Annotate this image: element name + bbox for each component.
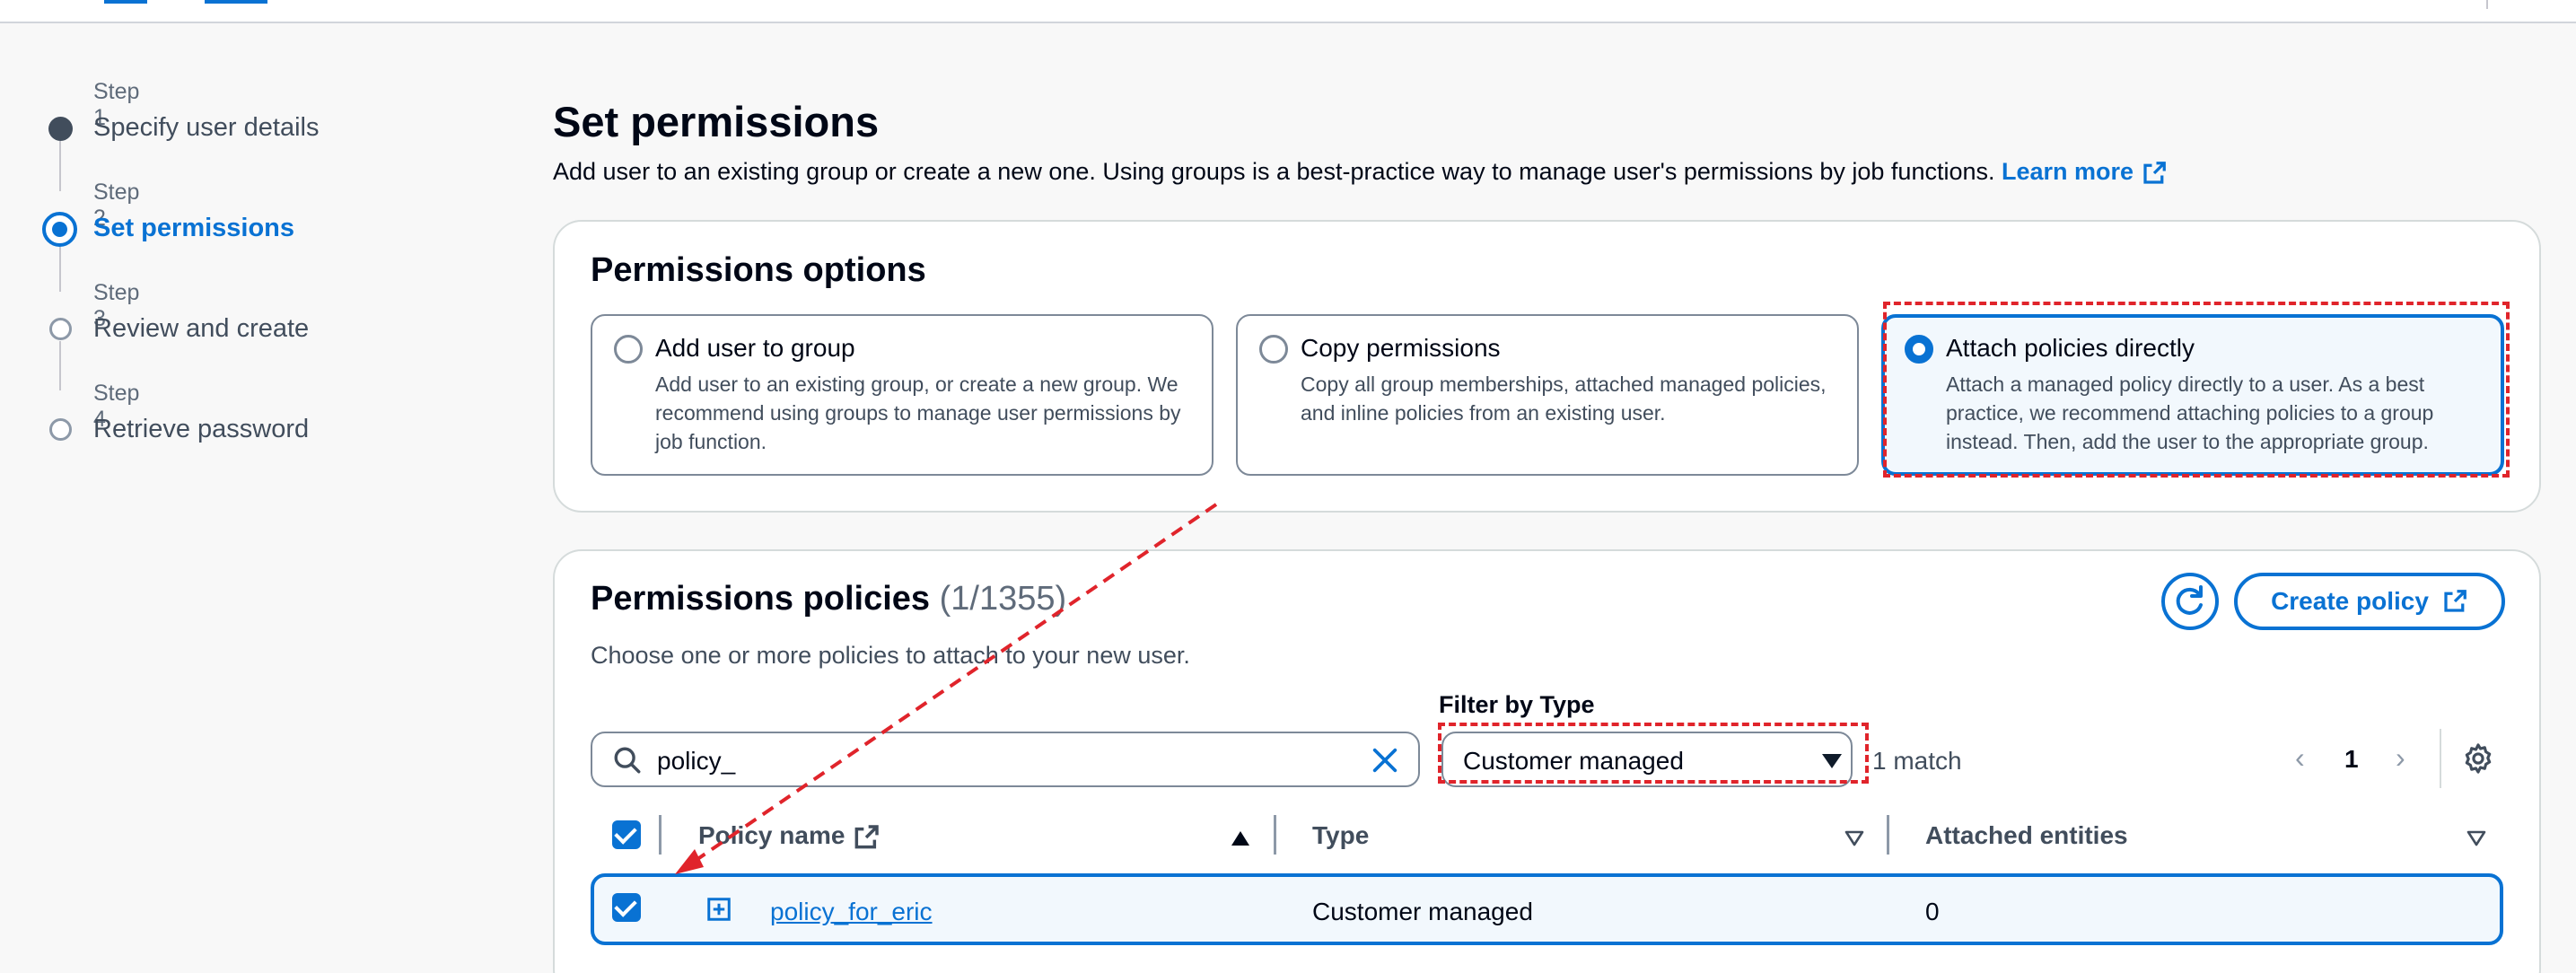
filter-value: Customer managed bbox=[1463, 747, 1684, 775]
filter-by-type-select[interactable]: Customer managed bbox=[1441, 732, 1853, 787]
permissions-options-title: Permissions options bbox=[591, 251, 926, 289]
policies-title-text: Permissions policies bbox=[591, 580, 931, 618]
external-link-icon bbox=[2444, 590, 2466, 612]
option-add-user-to-group[interactable]: Add user to group Add user to an existin… bbox=[591, 314, 1214, 476]
option-description: Copy all group memberships, attached man… bbox=[1301, 373, 1827, 425]
previous-page-icon[interactable]: ‹ bbox=[2295, 741, 2305, 774]
table-row[interactable] bbox=[591, 873, 2503, 945]
create-policy-button[interactable]: Create policy bbox=[2234, 573, 2505, 630]
page-number[interactable]: 1 bbox=[2344, 745, 2359, 773]
top-bar bbox=[0, 0, 2576, 23]
option-title: Attach policies directly bbox=[1946, 334, 2195, 362]
step-connector bbox=[59, 247, 61, 292]
column-label: Policy name bbox=[698, 821, 846, 849]
option-description: Attach a managed policy directly to a us… bbox=[1946, 373, 2434, 453]
policy-search-input[interactable]: policy_ bbox=[591, 732, 1420, 787]
column-header-type[interactable]: Type bbox=[1312, 821, 1370, 849]
step-2-title: Set permissions bbox=[93, 214, 295, 242]
option-attach-policies-directly[interactable]: Attach policies directly Attach a manage… bbox=[1881, 314, 2504, 476]
step-3-label: Step 3 bbox=[93, 280, 140, 331]
external-link-icon bbox=[2142, 162, 2166, 184]
description-text: Add user to an existing group or create … bbox=[553, 158, 1995, 185]
top-nav-tab[interactable] bbox=[104, 0, 147, 4]
gear-icon[interactable] bbox=[2461, 741, 2495, 776]
step-4-title: Retrieve password bbox=[93, 415, 310, 443]
column-divider bbox=[1274, 815, 1276, 855]
match-count: 1 match bbox=[1872, 747, 1962, 775]
refresh-button[interactable] bbox=[2161, 573, 2219, 630]
step-current-icon bbox=[42, 212, 77, 247]
attached-entities: 0 bbox=[1925, 898, 1940, 925]
step-4-label: Step 4 bbox=[93, 381, 140, 432]
learn-more-label: Learn more bbox=[2002, 158, 2134, 185]
step-pending-icon bbox=[49, 418, 72, 441]
caret-down-icon bbox=[1822, 754, 1842, 768]
column-header-attached-entities[interactable]: Attached entities bbox=[1925, 821, 2128, 849]
step-3-title: Review and create bbox=[93, 314, 310, 343]
step-connector bbox=[59, 341, 61, 390]
page-title: Set permissions bbox=[553, 98, 880, 145]
learn-more-link[interactable]: Learn more bbox=[2002, 158, 2168, 185]
pager-divider bbox=[2440, 729, 2441, 788]
policies-count: (1/1355) bbox=[939, 580, 1067, 618]
search-value: policy_ bbox=[657, 747, 736, 775]
option-title: Copy permissions bbox=[1301, 334, 1501, 362]
sort-icon[interactable] bbox=[1844, 829, 1865, 847]
row-checkbox[interactable] bbox=[612, 893, 641, 922]
step-1-title[interactable]: Specify user details bbox=[93, 113, 320, 142]
sort-icon[interactable] bbox=[2466, 829, 2487, 847]
policies-subtitle: Choose one or more policies to attach to… bbox=[591, 642, 1190, 669]
clear-icon[interactable] bbox=[1370, 745, 1400, 776]
step-complete-icon bbox=[48, 117, 73, 141]
radio-button[interactable] bbox=[614, 335, 643, 364]
refresh-icon bbox=[2176, 585, 2203, 615]
column-divider bbox=[1887, 815, 1889, 855]
policy-type: Customer managed bbox=[1312, 898, 1533, 925]
radio-button-selected[interactable] bbox=[1905, 335, 1933, 364]
permissions-policies-title: Permissions policies (1/1355) bbox=[591, 580, 1066, 618]
column-header-policy-name[interactable]: Policy name bbox=[698, 821, 881, 852]
filter-by-type-label: Filter by Type bbox=[1439, 691, 1595, 718]
policy-name-link[interactable]: policy_for_eric bbox=[770, 898, 933, 925]
step-2-label: Step 2 bbox=[93, 180, 140, 231]
option-copy-permissions[interactable]: Copy permissions Copy all group membersh… bbox=[1236, 314, 1859, 476]
sort-ascending-icon[interactable] bbox=[1230, 829, 1251, 847]
step-1-label: Step 1 bbox=[93, 79, 140, 130]
external-link-icon bbox=[854, 824, 879, 849]
select-all-checkbox[interactable] bbox=[612, 820, 641, 849]
top-bar-divider bbox=[2486, 0, 2488, 9]
option-title: Add user to group bbox=[655, 334, 855, 362]
expand-icon[interactable] bbox=[705, 896, 732, 923]
option-description: Add user to an existing group, or create… bbox=[655, 373, 1181, 453]
top-nav-tab[interactable] bbox=[205, 0, 267, 4]
page-description: Add user to an existing group or create … bbox=[553, 158, 2168, 187]
step-connector bbox=[59, 141, 61, 191]
step-pending-icon bbox=[49, 318, 72, 340]
radio-button[interactable] bbox=[1259, 335, 1288, 364]
next-page-icon[interactable]: › bbox=[2396, 741, 2405, 774]
create-policy-label: Create policy bbox=[2271, 587, 2429, 615]
column-divider bbox=[659, 815, 662, 855]
search-icon bbox=[614, 747, 641, 774]
